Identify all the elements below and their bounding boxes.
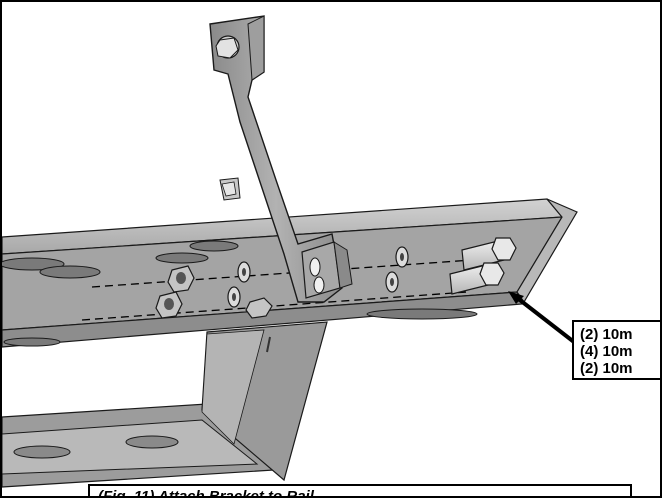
hardware-callout: (2) 10m (4) 10m (2) 10m (572, 320, 660, 380)
arrow-pointer-icon (508, 291, 576, 344)
nut-center (245, 297, 273, 319)
bolts (449, 237, 517, 295)
lower-step-section (2, 321, 328, 488)
callout-line-3: (2) 10m (580, 360, 633, 377)
figure-caption: (Fig. 11) Attach Bracket to Rail (88, 484, 632, 496)
mounting-bracket (209, 15, 353, 303)
callout-line-1: (2) 10m (580, 326, 633, 343)
washers (227, 246, 409, 308)
bolt-lower (449, 262, 505, 295)
nut-upper (167, 265, 195, 293)
nut-lower (155, 291, 183, 319)
nuts (155, 265, 273, 319)
callout-line-2: (4) 10m (580, 343, 633, 360)
